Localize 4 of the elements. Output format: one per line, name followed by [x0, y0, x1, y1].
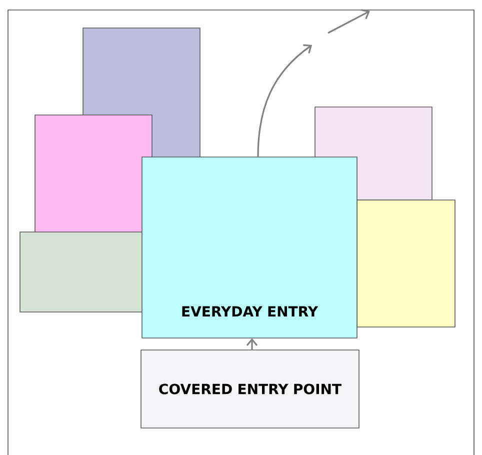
arrow — [257, 44, 312, 157]
empty-box — [356, 200, 456, 328]
process-box: EVERYDAY ENTRY — [142, 156, 358, 338]
process-box: COVERED ENTRY POINT — [140, 350, 360, 428]
